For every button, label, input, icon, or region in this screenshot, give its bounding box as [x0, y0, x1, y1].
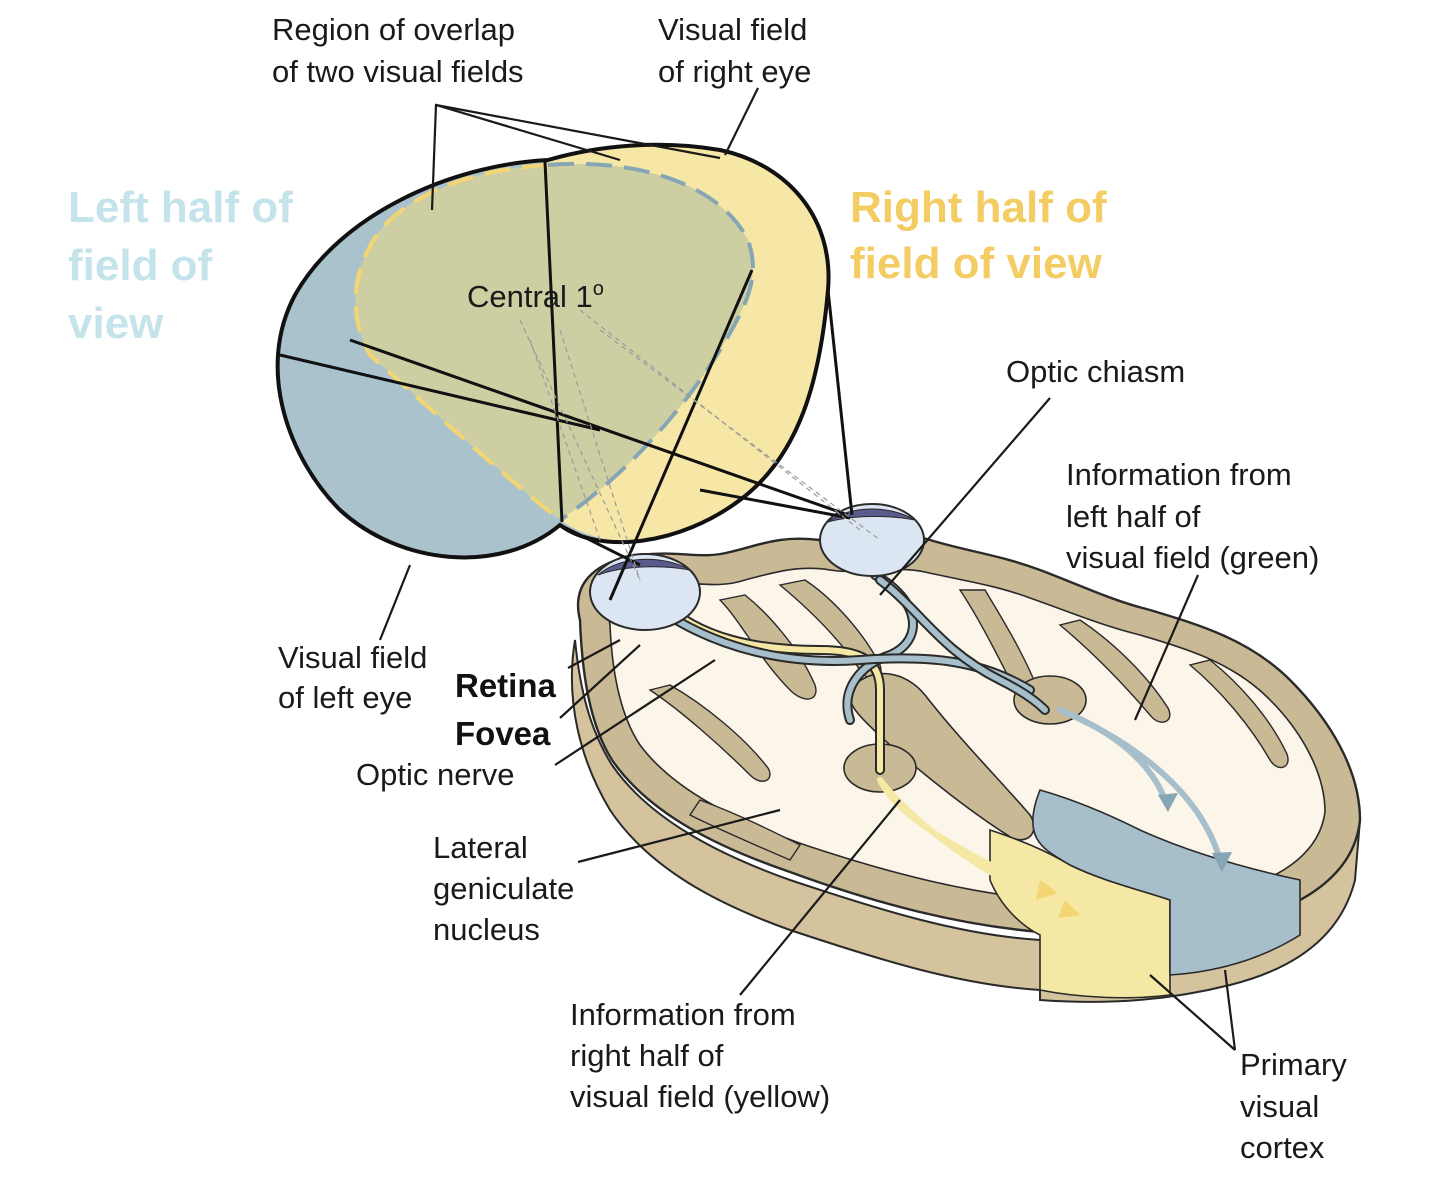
left-eye	[589, 553, 701, 631]
label-overlap-region: Region of overlap of two visual fields	[272, 12, 524, 89]
left-title: Left half of field of view	[68, 183, 305, 348]
label-retina: Retina	[455, 667, 557, 704]
label-central: Central 1o	[467, 278, 604, 314]
label-primary-cortex: Primary visual cortex	[1240, 1047, 1355, 1165]
label-fovea: Fovea	[455, 715, 551, 752]
brain-gyri	[648, 579, 1289, 861]
label-info-left: Information from left half of visual fie…	[1066, 457, 1319, 575]
label-left-eye-field: Visual field of left eye	[278, 640, 436, 715]
label-optic-chiasm: Optic chiasm	[1006, 354, 1185, 389]
cortex-blue	[1031, 789, 1301, 976]
label-optic-nerve: Optic nerve	[356, 757, 515, 792]
field-axes	[279, 161, 854, 601]
big-titles: Left half of field of view Right half of…	[68, 183, 1119, 348]
optic-pathways	[655, 570, 1232, 918]
leader-lines	[378, 87, 1237, 1051]
label-info-right: Information from right half of visual fi…	[570, 997, 830, 1114]
right-title: Right half of field of view	[850, 183, 1119, 288]
field-rays	[519, 309, 881, 581]
brain-side-face	[570, 639, 1361, 1003]
label-lgn: Lateral geniculate nucleus	[433, 830, 583, 947]
label-right-eye-field: Visual field of right eye	[658, 12, 816, 89]
brain-section	[570, 503, 1362, 1003]
labels: Region of overlap of two visual fields V…	[272, 12, 1355, 1165]
visual-field-blob	[275, 142, 881, 601]
